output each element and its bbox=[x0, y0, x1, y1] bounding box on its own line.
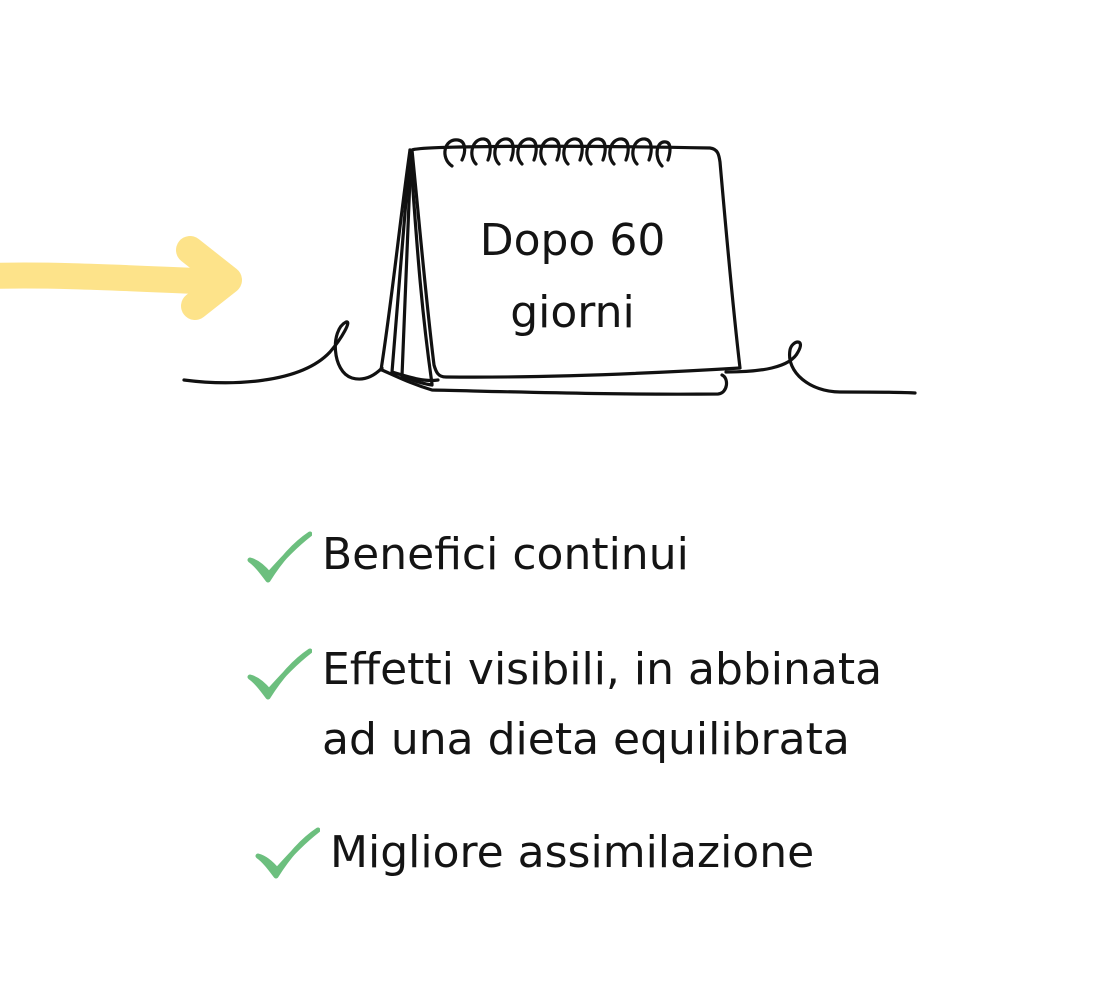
benefit-item: Effetti visibili, in abbinata ad una die… bbox=[246, 635, 882, 775]
calendar-label-line2: giorni bbox=[510, 287, 635, 338]
benefit-label: Migliore assimilazione bbox=[330, 818, 814, 888]
benefit-label-line: Migliore assimilazione bbox=[330, 827, 815, 878]
calendar-label-line1: Dopo 60 bbox=[479, 215, 666, 266]
benefit-item: Migliore assimilazione bbox=[254, 818, 814, 888]
checkmark-icon bbox=[255, 827, 320, 879]
benefit-label-line: Benefici continui bbox=[322, 529, 689, 580]
calendar-label: Dopo 60 giorni bbox=[440, 205, 705, 349]
benefit-label: Benefici continui bbox=[322, 520, 689, 590]
benefit-label-line: ad una dieta equilibrata bbox=[322, 714, 850, 765]
arrow-right-icon bbox=[0, 236, 242, 320]
checkmark-icon bbox=[247, 531, 312, 583]
benefit-label-line: Effetti visibili, in abbinata bbox=[322, 644, 883, 695]
calendar-illustration bbox=[0, 137, 917, 396]
checkmark-icon bbox=[247, 648, 312, 700]
benefit-item: Benefici continui bbox=[246, 520, 689, 590]
desk-calendar-icon bbox=[182, 137, 917, 396]
benefit-label: Effetti visibili, in abbinata ad una die… bbox=[322, 635, 882, 775]
